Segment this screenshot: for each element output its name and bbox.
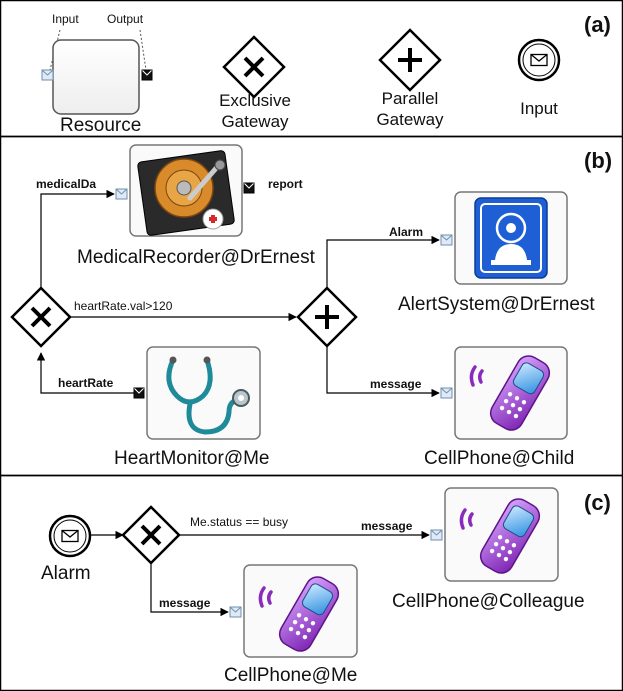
exclusive-gateway-c-icon — [121, 505, 181, 565]
edge-label-message-me: message — [159, 596, 211, 610]
edge-label-report: report — [268, 177, 303, 191]
parallel-gateway-icon — [296, 286, 358, 348]
medical-input-port-icon — [115, 188, 128, 200]
input-event-label: Input — [520, 99, 558, 118]
parallel-gateway-legend-icon — [378, 28, 442, 92]
panel-c-label: (c) — [584, 490, 611, 515]
input-event-legend-icon — [517, 38, 561, 82]
alarm-label: Alarm — [41, 563, 91, 584]
edge-label-heartrate-condition: heartRate.val>120 — [74, 299, 173, 313]
edge-label-message: message — [370, 377, 422, 391]
colleague-input-port-icon — [430, 529, 443, 541]
heart-monitor-output-port-icon — [133, 387, 145, 399]
hard-disk-icon — [137, 150, 235, 236]
alert-system-icon — [474, 197, 548, 279]
edge-label-medical: medicalDa — [36, 177, 97, 191]
panel-c-edges — [91, 530, 430, 617]
output-port-label: Output — [107, 12, 144, 26]
cellphone-me-label: CellPhone@Me — [224, 665, 358, 686]
resource-box — [52, 39, 140, 115]
panel-b-edges — [36, 189, 440, 398]
parallel-gateway-label: Parallel Gateway — [376, 89, 444, 129]
stethoscope-icon — [166, 356, 250, 435]
output-port-icon — [141, 69, 153, 81]
exclusive-gateway-icon — [10, 286, 72, 348]
edge-label-status-condition: Me.status == busy — [190, 515, 289, 529]
me-input-port-icon — [229, 606, 242, 618]
resource-label: Resource — [60, 115, 142, 136]
child-input-port-icon — [440, 387, 453, 399]
cellphone-child-label: CellPhone@Child — [424, 448, 575, 469]
edge-label-heartrate: heartRate — [58, 376, 114, 390]
alarm-event-icon — [48, 514, 92, 558]
exclusive-gateway-label: Exclusive Gateway — [219, 91, 291, 131]
exclusive-gateway-legend-icon — [222, 35, 286, 99]
panel-a-label: (a) — [584, 12, 611, 37]
medical-recorder-label: MedicalRecorder@DrErnest — [77, 247, 315, 268]
cellphone-colleague-label: CellPhone@Colleague — [392, 591, 585, 612]
input-port-label: Input — [52, 12, 79, 26]
heart-monitor-label: HeartMonitor@Me — [114, 448, 270, 469]
medical-output-port-icon — [243, 182, 255, 194]
resource-legend — [41, 29, 153, 115]
edge-label-alarm: Alarm — [389, 225, 424, 239]
alert-input-port-icon — [440, 234, 453, 246]
panel-b-label: (b) — [584, 148, 613, 173]
input-port-icon — [41, 69, 54, 81]
edge-label-message-colleague: message — [361, 519, 413, 533]
alert-system-label: AlertSystem@DrErnest — [398, 294, 595, 315]
